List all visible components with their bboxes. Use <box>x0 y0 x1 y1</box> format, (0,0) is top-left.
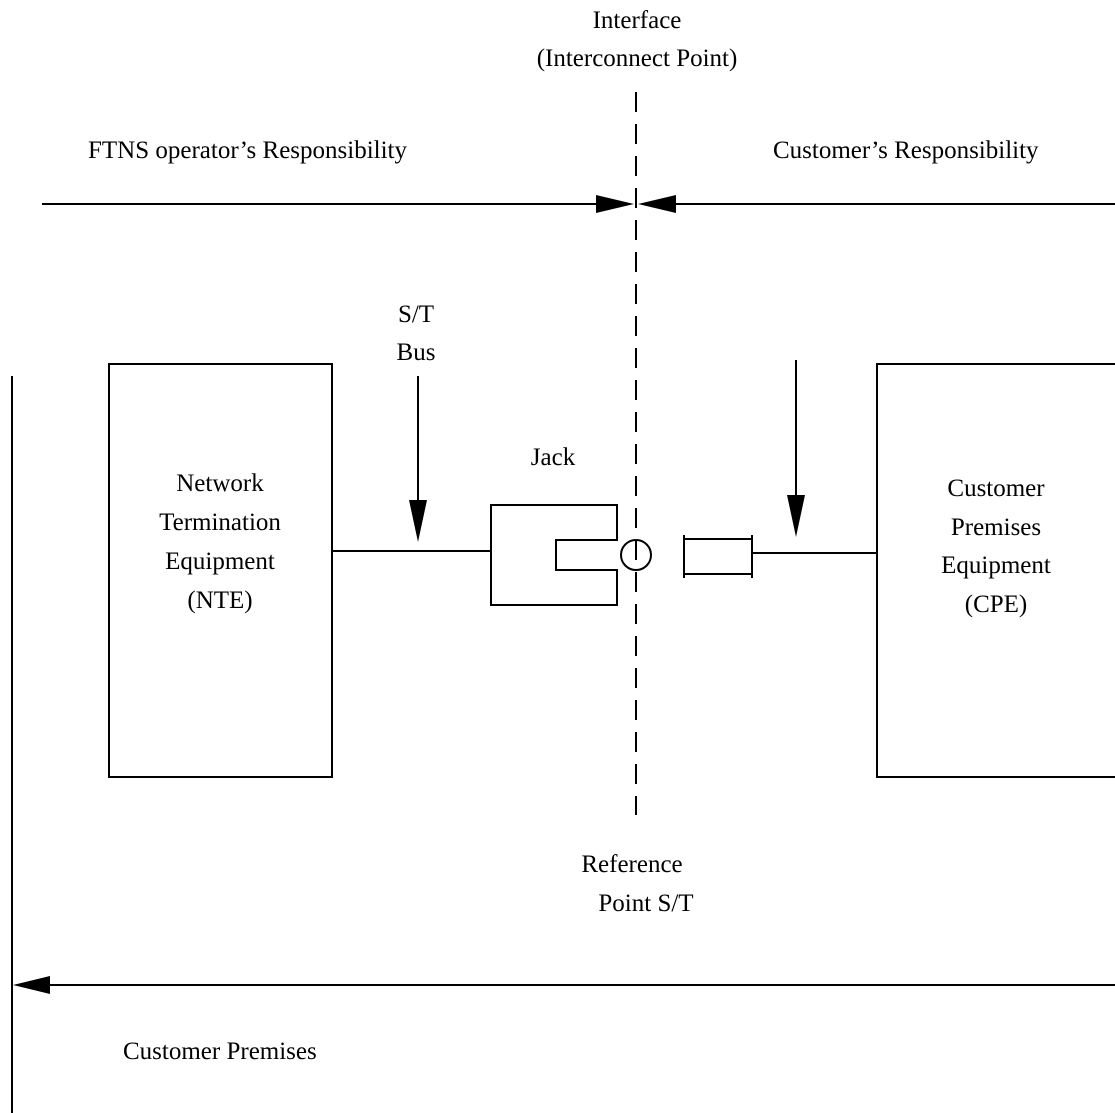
interface-label: Interface <box>593 7 682 34</box>
nte-label-line4: (NTE) <box>187 587 252 614</box>
jack-label: Jack <box>531 444 576 471</box>
cpe-label-line4: (CPE) <box>965 591 1028 618</box>
nte-label-line1: Network <box>176 470 264 497</box>
reference-point-label-line2: Point S/T <box>598 890 693 917</box>
operator-arrowhead <box>596 195 634 213</box>
cpe-label-line1: Customer <box>947 475 1045 502</box>
cpe-arrowhead <box>787 495 805 537</box>
customer-responsibility-label: Customer’s Responsibility <box>773 137 1039 164</box>
reference-point-label-line1: Reference <box>581 851 682 878</box>
operator-responsibility-label: FTNS operator’s Responsibility <box>88 137 407 164</box>
jack-socket <box>490 504 618 606</box>
responsibility-boundary-arrows <box>42 195 1115 213</box>
cpe-label-line3: Equipment <box>941 552 1051 579</box>
cpe-plug <box>683 538 753 575</box>
st-bus-label-line1: S/T <box>398 301 434 328</box>
customer-arrowhead <box>638 195 676 213</box>
st-bus-arrowhead <box>409 500 427 542</box>
nte-label-line3: Equipment <box>165 548 275 575</box>
st-bus-label-line2: Bus <box>397 339 436 366</box>
cpe-box <box>876 363 1115 778</box>
interconnect-point-label: (Interconnect Point) <box>537 45 738 72</box>
nte-box <box>108 363 333 778</box>
jack-contact-circle <box>620 539 652 571</box>
customer-premises-label: Customer Premises <box>123 1038 317 1065</box>
nte-label-line2: Termination <box>159 509 281 536</box>
cpe-label-line2: Premises <box>951 514 1041 541</box>
premises-arrowhead <box>13 976 50 994</box>
